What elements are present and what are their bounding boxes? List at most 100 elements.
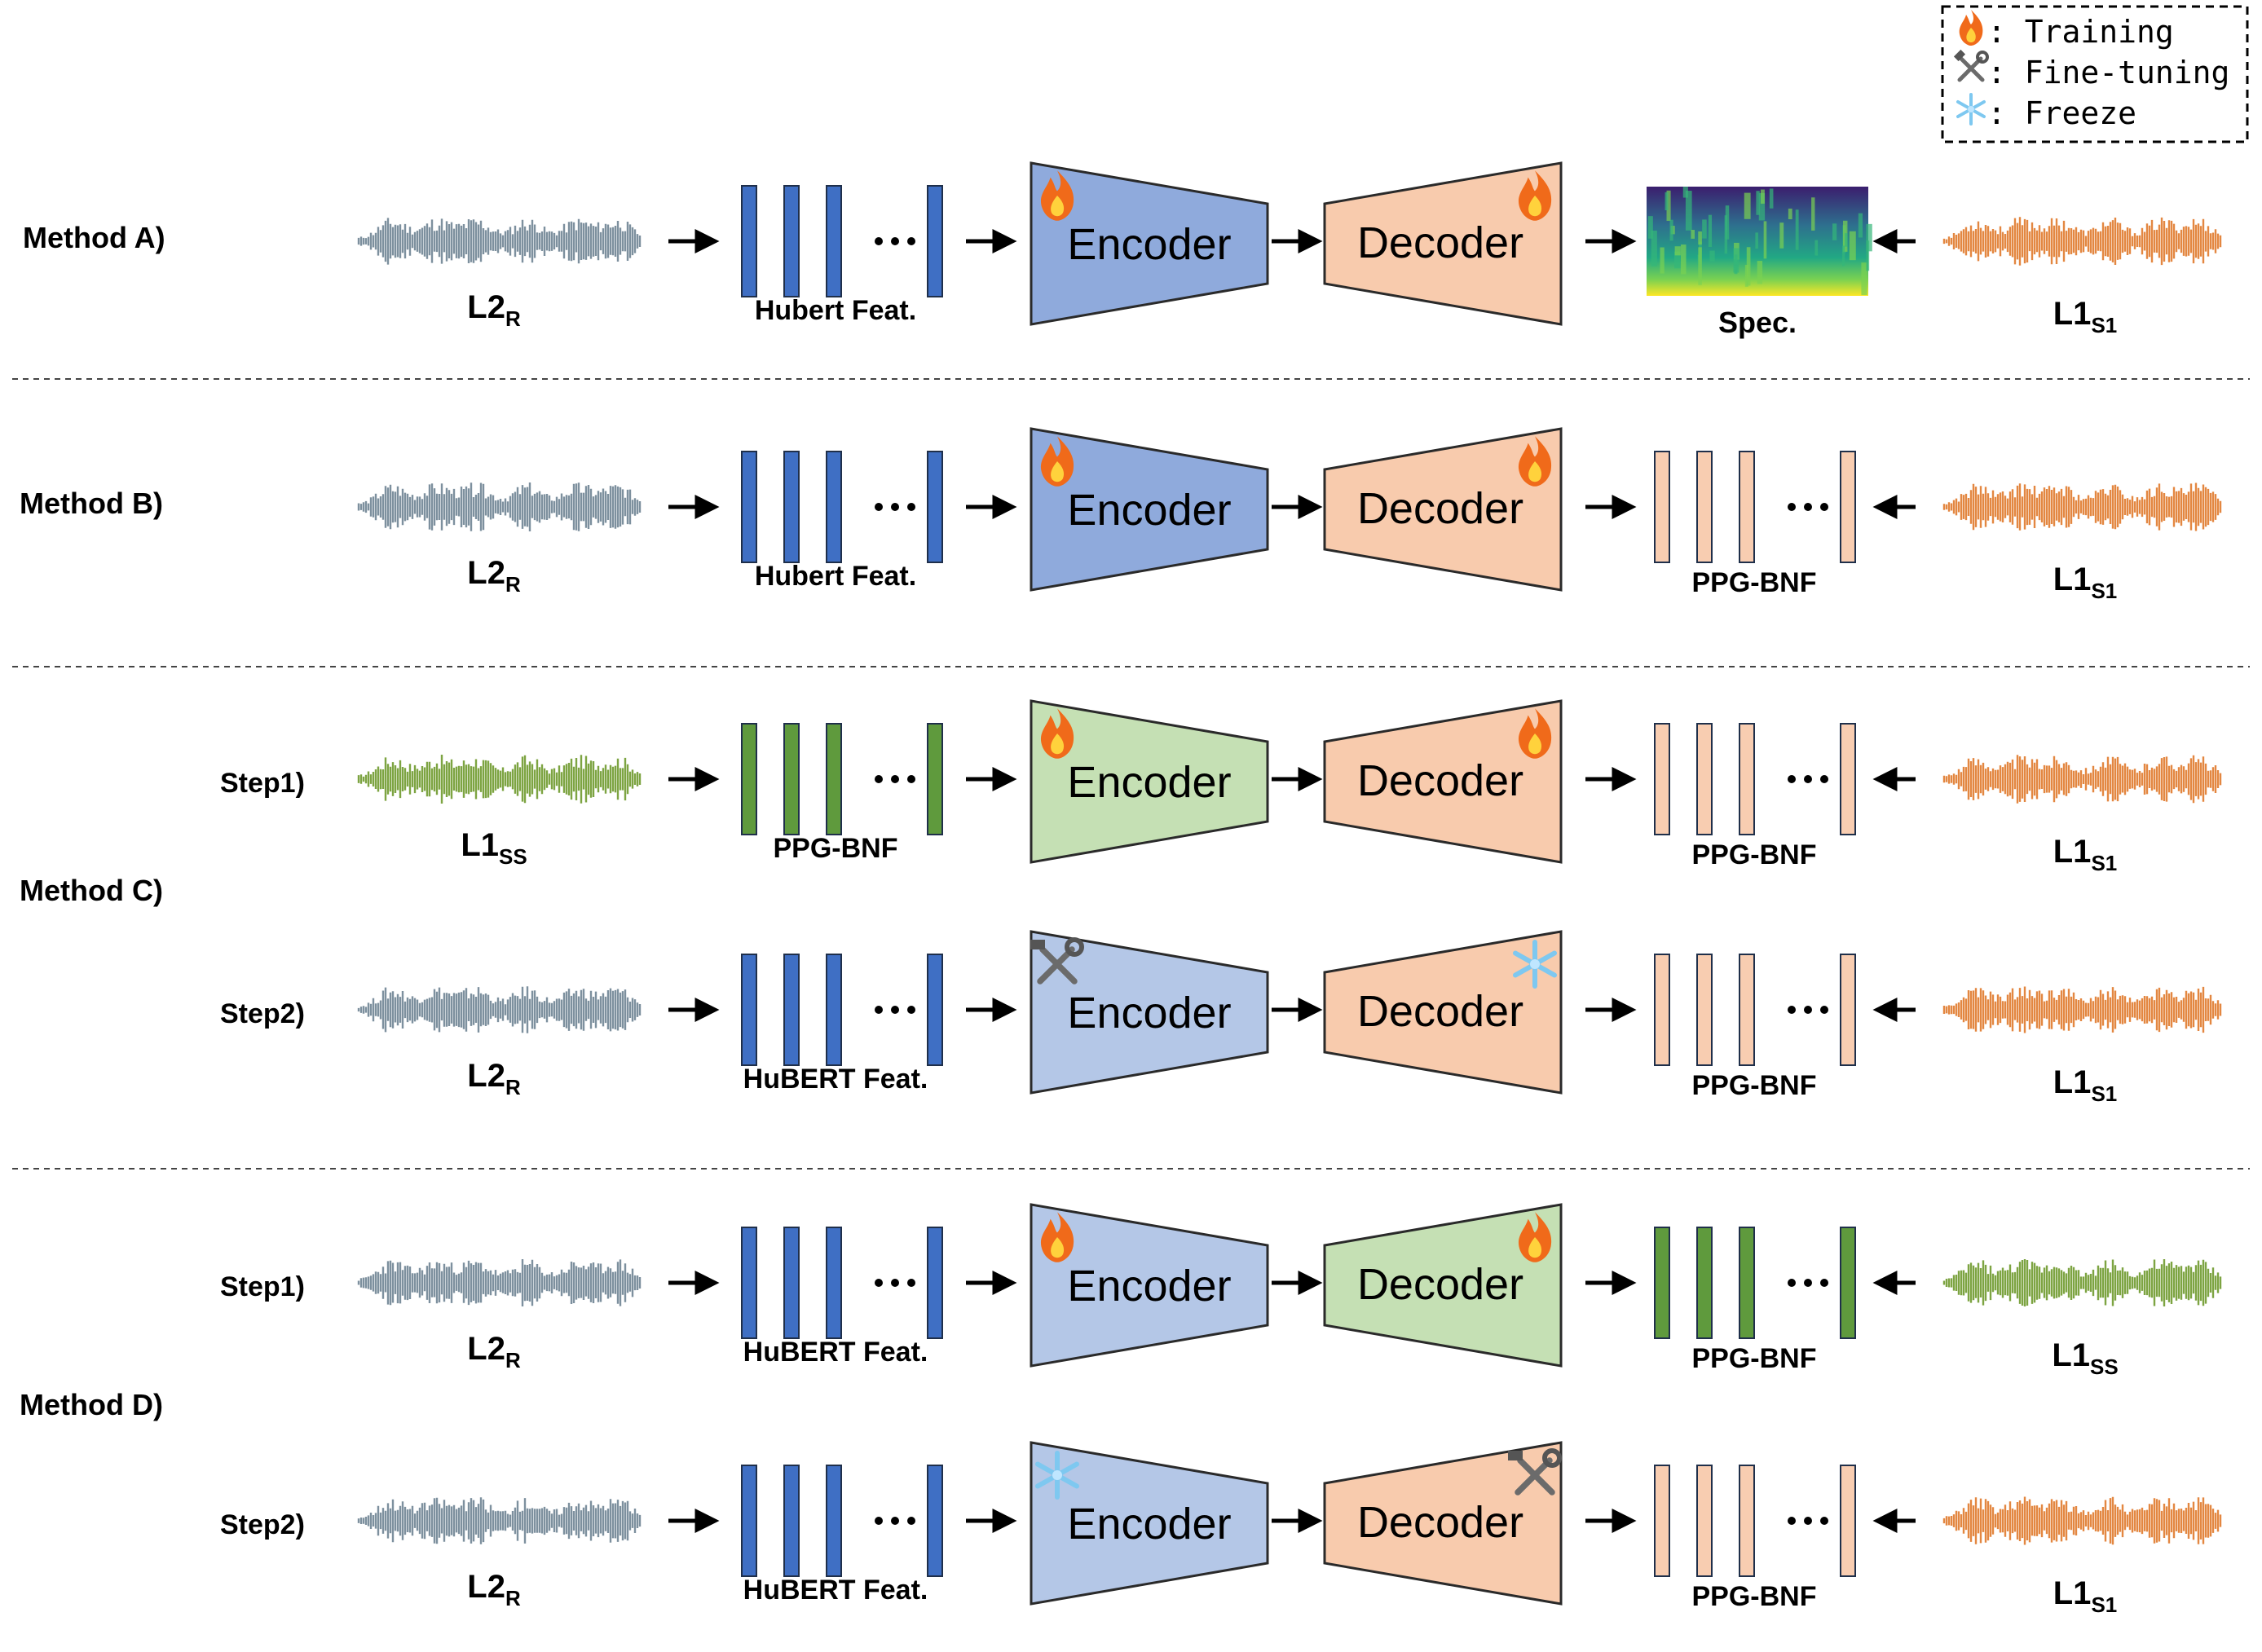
ellipsis-dot	[907, 1517, 915, 1525]
ellipsis-dot	[1820, 775, 1828, 783]
output-feature-bars	[1654, 723, 1856, 835]
feature-bar	[1654, 723, 1670, 835]
decoder-label: Decoder	[1357, 218, 1523, 267]
target-speech-label: L1S1	[2053, 1064, 2118, 1106]
input-speech-label: L1SS	[461, 827, 527, 869]
ellipsis-dot	[1820, 503, 1828, 511]
method-a-label: Method A)	[23, 221, 165, 254]
legend: : Training : Fine-tuning : Freeze	[1941, 5, 2249, 143]
feature-bar	[927, 954, 943, 1066]
input-speech-label: L2R	[467, 555, 521, 597]
target-waveform	[1942, 482, 2222, 531]
ellipsis-dot	[1804, 503, 1812, 511]
decoder-block	[1323, 427, 1563, 592]
feature-bar	[783, 451, 800, 563]
feature-bar	[1654, 954, 1670, 1066]
output-feature-label: PPG-BNF	[1692, 1581, 1817, 1612]
input-feature-label: PPG-BNF	[774, 833, 898, 864]
flame-icon	[1518, 708, 1552, 759]
output-feature-label: PPG-BNF	[1692, 567, 1817, 598]
encoder-label: Encoder	[1067, 1500, 1231, 1548]
ellipsis-dot	[875, 1517, 883, 1525]
input-feature-label: HuBERT Feat.	[743, 1337, 928, 1368]
ellipsis-dot	[875, 1279, 883, 1287]
legend-box	[1941, 5, 2249, 143]
feature-bar	[1739, 1227, 1755, 1339]
spectrogram	[1647, 187, 1872, 296]
step-label: Step2)	[220, 1509, 305, 1540]
encoder-label: Encoder	[1067, 758, 1231, 807]
ellipsis-dot	[1788, 1517, 1796, 1525]
decoder-label: Decoder	[1357, 1260, 1523, 1309]
feature-bar	[927, 1465, 943, 1577]
flame-icon	[1959, 10, 1983, 46]
ellipsis-dot	[1820, 1006, 1828, 1014]
output-feature-label: PPG-BNF	[1692, 839, 1817, 870]
ellipsis-dot	[891, 775, 899, 783]
step-label: Step2)	[220, 998, 305, 1029]
method-d-label: Method D)	[20, 1388, 163, 1421]
feature-bar	[1840, 1227, 1856, 1339]
feature-bar	[1840, 451, 1856, 563]
input-waveform	[357, 1259, 642, 1306]
decoder-block	[1323, 161, 1563, 326]
ellipsis-dot	[1804, 775, 1812, 783]
flame-icon	[1040, 170, 1074, 221]
target-speech-label: L1SS	[2052, 1337, 2118, 1379]
encoder-block	[1030, 1441, 1269, 1606]
feature-bar	[741, 954, 757, 1066]
input-feature-bars	[741, 1227, 943, 1339]
flame-icon	[1040, 708, 1074, 759]
feature-bar	[741, 1227, 757, 1339]
feature-bar	[1840, 954, 1856, 1066]
ellipsis-dot	[891, 1006, 899, 1014]
feature-bar	[826, 451, 842, 563]
encoder-block	[1030, 699, 1269, 864]
legend-finetuning-label: : Fine-tuning	[1987, 55, 2229, 90]
input-waveform	[357, 482, 642, 531]
target-speech-label: L1S1	[2053, 296, 2118, 337]
input-feature-label: Hubert Feat.	[755, 561, 916, 592]
decoder-block	[1323, 699, 1563, 864]
feature-bar	[1739, 954, 1755, 1066]
target-waveform	[1942, 217, 2222, 266]
input-feature-label: HuBERT Feat.	[743, 1575, 928, 1606]
flame-icon	[1518, 436, 1552, 487]
target-waveform	[1942, 986, 2222, 1033]
input-feature-bars	[741, 723, 943, 835]
ellipsis-dot	[1788, 1279, 1796, 1287]
feature-bar	[1739, 451, 1755, 563]
tools-icon	[1508, 1448, 1562, 1496]
ellipsis-dot	[907, 503, 915, 511]
tools-icon	[1953, 49, 1989, 82]
feature-bar	[826, 185, 842, 297]
method-c-label: Method C)	[20, 874, 163, 907]
encoder-label: Encoder	[1067, 989, 1231, 1037]
flame-icon	[1518, 170, 1552, 221]
flame-icon	[1040, 1212, 1074, 1262]
feature-bar	[826, 1465, 842, 1577]
feature-bar	[927, 1227, 943, 1339]
ellipsis-dot	[907, 237, 915, 245]
snowflake-icon	[1513, 940, 1557, 989]
ellipsis-dot	[1788, 775, 1796, 783]
feature-bar	[741, 185, 757, 297]
feature-bar	[783, 1227, 800, 1339]
encoder-label: Encoder	[1067, 220, 1231, 269]
decoder-block	[1323, 930, 1563, 1095]
output-feature-bars	[1654, 1227, 1856, 1339]
input-speech-label: L2R	[467, 1331, 521, 1372]
feature-bar	[1696, 1465, 1713, 1577]
ellipsis-dot	[1820, 1517, 1828, 1525]
feature-bar	[826, 723, 842, 835]
legend-freeze-label: : Freeze	[1987, 95, 2136, 131]
feature-bar	[1739, 1465, 1755, 1577]
encoder-block	[1030, 427, 1269, 592]
ellipsis-dot	[875, 1006, 883, 1014]
